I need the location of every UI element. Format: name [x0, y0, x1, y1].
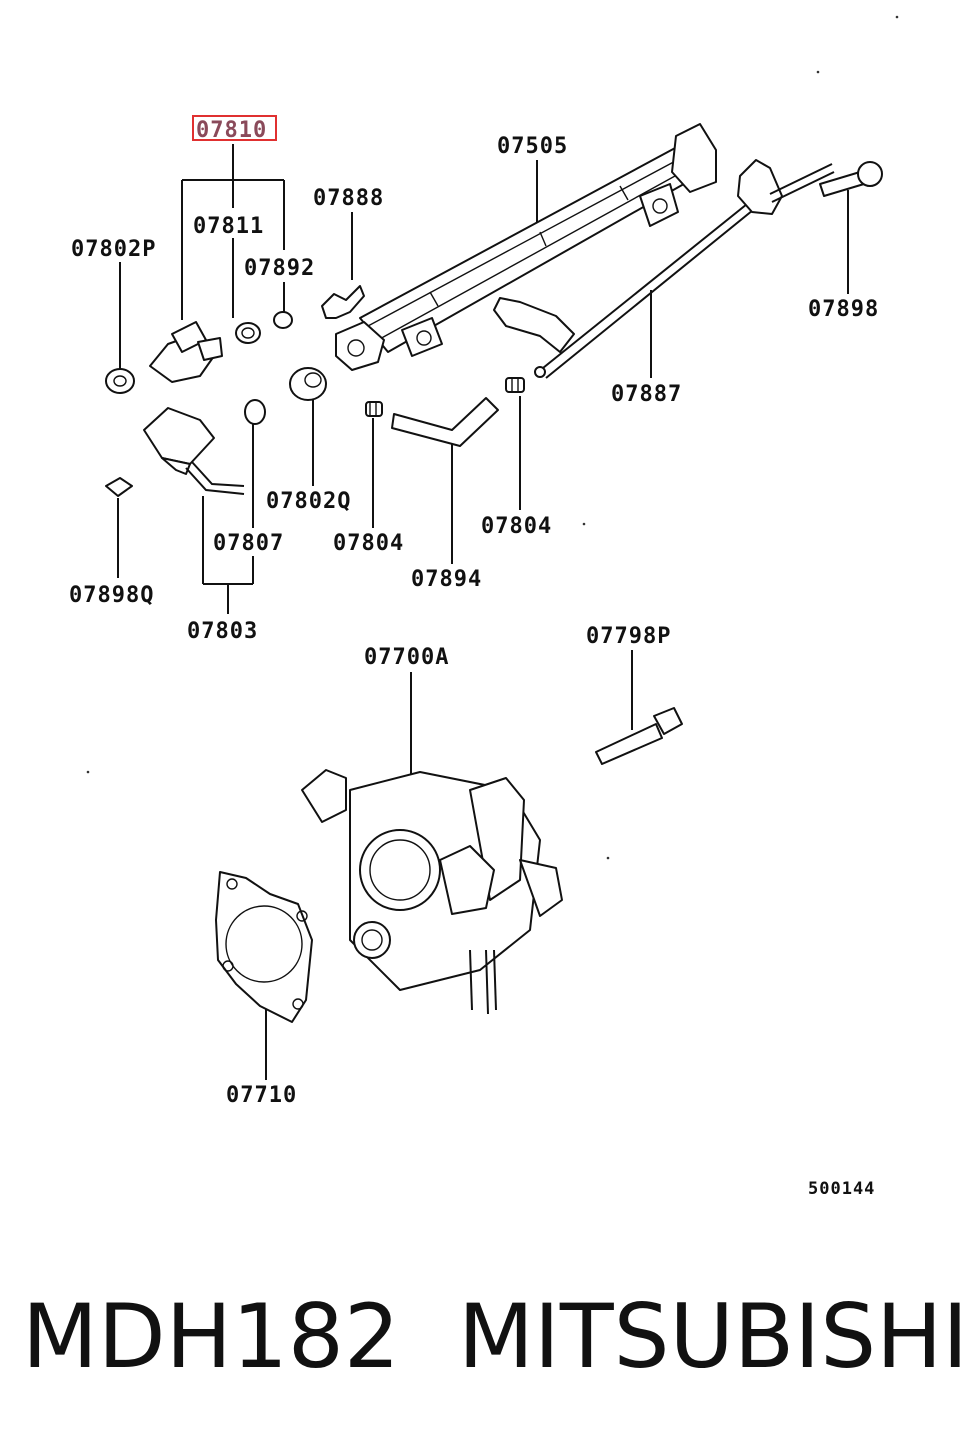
- label-07804-left[interactable]: 07804: [333, 531, 404, 556]
- part-number: MDH182: [22, 1285, 400, 1388]
- callout-07810[interactable]: 07810: [192, 115, 277, 143]
- spring-07804-left: [365, 401, 383, 417]
- label-07802P[interactable]: 07802P: [71, 237, 156, 262]
- o-ring-07892: [273, 311, 293, 329]
- leader-07810: [181, 144, 285, 320]
- label-07894[interactable]: 07894: [411, 567, 482, 592]
- label-07887[interactable]: 07887: [611, 382, 682, 407]
- label-07505[interactable]: 07505: [497, 134, 568, 159]
- scan-specks: [86, 15, 899, 860]
- label-07700A[interactable]: 07700A: [364, 645, 449, 670]
- label-07898[interactable]: 07898: [808, 297, 879, 322]
- label-07710[interactable]: 07710: [226, 1083, 297, 1108]
- label-07892[interactable]: 07892: [244, 256, 315, 281]
- label-07804-right[interactable]: 07804: [481, 514, 552, 539]
- footer: MDH182 MITSUBISHI: [22, 1282, 960, 1392]
- return-pipe-07887: [534, 159, 835, 379]
- injector-07811: [149, 321, 223, 383]
- label-07803[interactable]: 07803: [187, 619, 258, 644]
- bracket-plate: [493, 297, 575, 353]
- leader-lines: [117, 160, 849, 1080]
- label-07888[interactable]: 07888: [313, 186, 384, 211]
- grommet-07802P: [105, 368, 135, 394]
- catalog-code: 500144: [808, 1179, 875, 1199]
- label-07811[interactable]: 07811: [193, 214, 264, 239]
- bolt-07898: [819, 161, 883, 197]
- o-ring-07811-seal: [235, 322, 261, 344]
- label-07798P[interactable]: 07798P: [586, 624, 671, 649]
- insulator-07802Q: [289, 367, 327, 401]
- highlight-box: [192, 115, 277, 141]
- label-07802Q[interactable]: 07802Q: [266, 489, 351, 514]
- gasket-07710: [215, 871, 313, 1023]
- label-07807[interactable]: 07807: [213, 531, 284, 556]
- screw-07898Q: [105, 477, 133, 497]
- brand-name: MITSUBISHI: [458, 1285, 960, 1388]
- bolt-07798P: [595, 707, 683, 765]
- hose-07894: [391, 397, 499, 447]
- o-ring-07807: [244, 399, 266, 425]
- throttle-body-07700A: [301, 769, 563, 1015]
- pressure-regulator-07803: [143, 407, 245, 495]
- label-07898Q[interactable]: 07898Q: [69, 583, 154, 608]
- fuel-rail-07505: [335, 123, 717, 371]
- spring-07804-right: [505, 377, 525, 393]
- label-07810: 07810: [196, 118, 267, 143]
- clip-07888: [321, 285, 365, 319]
